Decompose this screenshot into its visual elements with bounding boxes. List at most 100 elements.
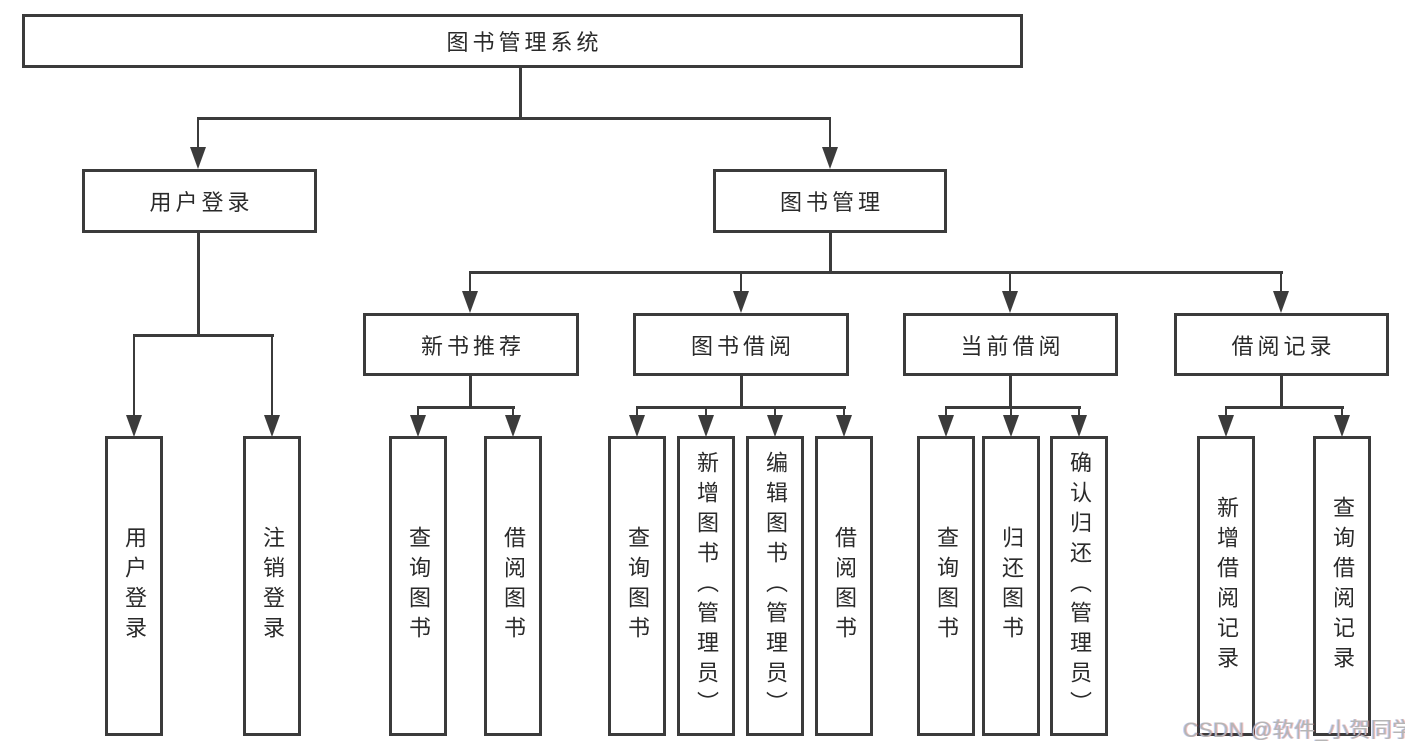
node-user-login: 用户登录 — [82, 169, 317, 233]
connector-book-management-stem — [829, 233, 832, 273]
arrow-down-icon — [836, 415, 852, 437]
arrow-stem — [511, 407, 515, 417]
leaf-edit-book-admin: 编辑图书（管理员） — [746, 436, 804, 736]
leaf-confirm-return-admin-label: 确认归还（管理员） — [1067, 451, 1092, 721]
node-borrow-records-label: 借阅记录 — [1231, 333, 1336, 359]
node-book-management-label: 图书管理 — [779, 190, 884, 215]
arrow-down-icon — [190, 147, 206, 169]
arrow-to-book-management — [822, 119, 838, 169]
arrow-down-icon — [505, 415, 521, 437]
node-new-book-recommend-label: 新书推荐 — [420, 333, 525, 359]
leaf-borrow-books-borrow-label: 借阅图书 — [832, 526, 857, 646]
leaf-logout-label: 注销登录 — [260, 526, 285, 646]
arrow-down-icon — [1273, 291, 1289, 313]
arrow-down-icon — [1002, 291, 1018, 313]
arrow-to-leaf-query-books-recommend — [410, 407, 426, 437]
arrow-to-leaf-edit-book — [767, 407, 783, 437]
arrow-to-book-borrow — [733, 273, 749, 313]
arrow-stem — [773, 407, 777, 417]
connector-root-stem — [519, 68, 522, 117]
arrow-to-leaf-return-books — [1003, 407, 1019, 437]
arrow-stem — [196, 119, 200, 149]
arrow-down-icon — [1218, 415, 1234, 437]
arrow-down-icon — [733, 291, 749, 313]
arrow-stem — [1340, 407, 1344, 417]
leaf-query-books-recommend-label: 查询图书 — [406, 526, 431, 646]
arrow-stem — [132, 336, 136, 417]
arrow-to-leaf-borrow-books — [836, 407, 852, 437]
arrow-stem — [739, 273, 743, 293]
node-user-login-label: 用户登录 — [149, 190, 254, 215]
leaf-query-books-borrow-label: 查询图书 — [625, 526, 650, 646]
connector-book-borrow-stem — [740, 376, 743, 408]
leaf-user-login: 用户登录 — [105, 436, 163, 736]
arrow-stem — [1008, 273, 1012, 293]
leaf-return-books-label: 归还图书 — [999, 526, 1024, 646]
arrow-stem — [1224, 407, 1228, 417]
arrow-stem — [704, 407, 708, 417]
arrow-to-leaf-logout — [264, 336, 280, 437]
arrow-stem — [828, 119, 832, 149]
connector-current-borrow-rail — [945, 406, 1081, 409]
leaf-borrow-books-borrow: 借阅图书 — [815, 436, 873, 736]
connector-current-borrow-stem — [1009, 376, 1012, 408]
arrow-down-icon — [462, 291, 478, 313]
leaf-user-login-label: 用户登录 — [122, 526, 147, 646]
arrow-down-icon — [767, 415, 783, 437]
connector-new-book-recommend-rail — [417, 406, 515, 409]
connector-book-borrow-rail — [636, 406, 846, 409]
arrow-to-user-login — [190, 119, 206, 169]
connector-root-rail — [197, 117, 831, 120]
arrow-to-leaf-confirm-return — [1071, 407, 1087, 437]
leaf-add-book-admin: 新增图书（管理员） — [677, 436, 735, 736]
arrow-stem — [1077, 407, 1081, 417]
leaf-logout: 注销登录 — [243, 436, 301, 736]
arrow-down-icon — [822, 147, 838, 169]
leaf-query-books-current: 查询图书 — [917, 436, 975, 736]
arrow-down-icon — [1071, 415, 1087, 437]
leaf-query-books-borrow: 查询图书 — [608, 436, 666, 736]
arrow-to-leaf-user-login — [126, 336, 142, 437]
connector-book-management-rail — [469, 271, 1283, 274]
arrow-stem — [635, 407, 639, 417]
node-borrow-records: 借阅记录 — [1174, 313, 1389, 376]
arrow-down-icon — [698, 415, 714, 437]
node-current-borrow-label: 当前借阅 — [960, 333, 1065, 359]
arrow-down-icon — [938, 415, 954, 437]
node-library-system: 图书管理系统 — [22, 14, 1023, 68]
arrow-stem — [416, 407, 420, 417]
node-book-borrow: 图书借阅 — [633, 313, 849, 376]
arrow-to-leaf-add-borrow-record — [1218, 407, 1234, 437]
leaf-add-borrow-record-label: 新增借阅记录 — [1214, 496, 1239, 676]
leaf-query-borrow-record-label: 查询借阅记录 — [1330, 496, 1355, 676]
arrow-stem — [1279, 273, 1283, 293]
arrow-to-leaf-query-borrow-record — [1334, 407, 1350, 437]
leaf-borrow-books-recommend: 借阅图书 — [484, 436, 542, 736]
leaf-confirm-return-admin: 确认归还（管理员） — [1050, 436, 1108, 736]
arrow-to-leaf-add-book — [698, 407, 714, 437]
arrow-to-leaf-query-books-borrow — [629, 407, 645, 437]
arrow-stem — [468, 273, 472, 293]
arrow-to-leaf-query-books-current — [938, 407, 954, 437]
arrow-to-current-borrow — [1002, 273, 1018, 313]
arrow-to-new-book-recommend — [462, 273, 478, 313]
leaf-query-books-current-label: 查询图书 — [934, 526, 959, 646]
arrow-stem — [944, 407, 948, 417]
arrow-stem — [270, 336, 274, 417]
connector-new-book-recommend-stem — [469, 376, 472, 408]
node-book-management: 图书管理 — [713, 169, 947, 233]
csdn-watermark: CSDN @软件_小贺同学 — [1183, 719, 1405, 742]
node-current-borrow: 当前借阅 — [903, 313, 1118, 376]
connector-borrow-records-stem — [1280, 376, 1283, 408]
arrow-down-icon — [410, 415, 426, 437]
node-library-system-label: 图书管理系统 — [446, 30, 603, 55]
arrow-to-leaf-borrow-books-recommend — [505, 407, 521, 437]
arrow-stem — [1009, 407, 1013, 417]
arrow-down-icon — [1003, 415, 1019, 437]
leaf-query-books-recommend: 查询图书 — [389, 436, 447, 736]
arrow-down-icon — [264, 415, 280, 437]
leaf-borrow-books-recommend-label: 借阅图书 — [501, 526, 526, 646]
connector-user-login-stem — [197, 233, 200, 336]
leaf-add-borrow-record: 新增借阅记录 — [1197, 436, 1255, 736]
